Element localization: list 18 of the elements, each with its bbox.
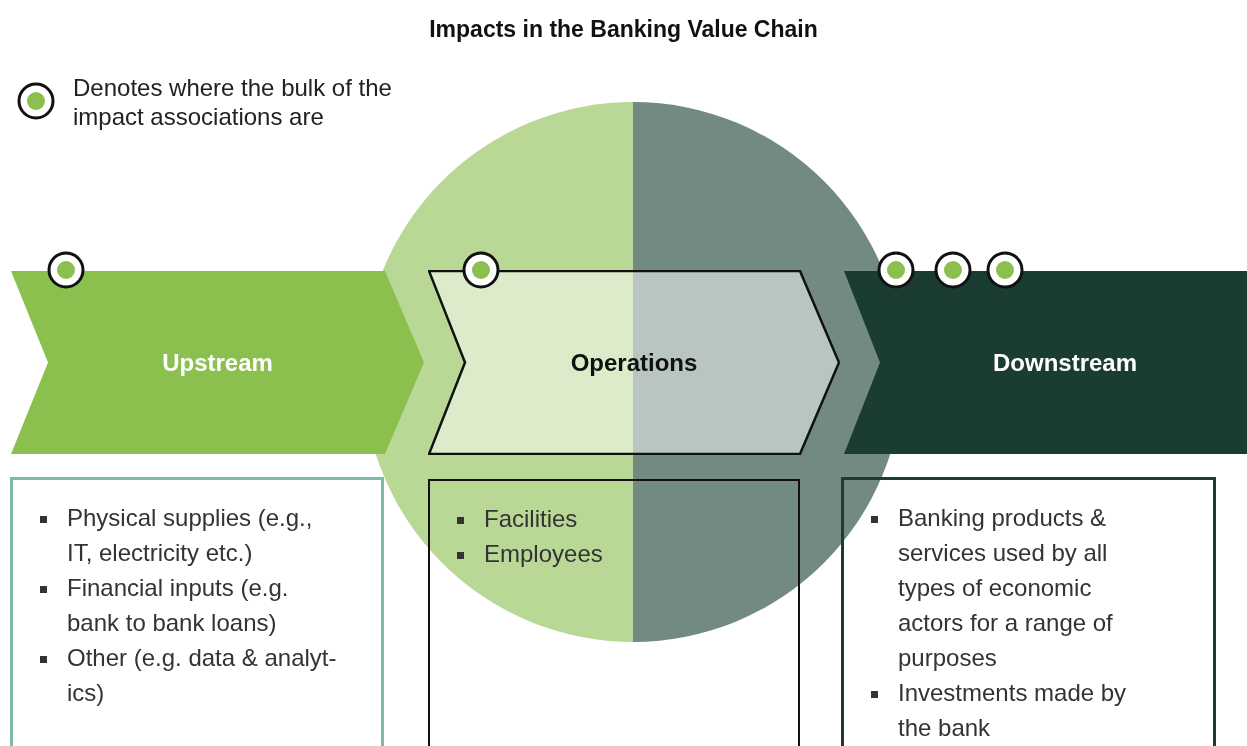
text-panel — [841, 477, 1216, 746]
bullet-text: Banking products & services used by all types of economic actors for a range of purposes — [898, 504, 1113, 671]
title: Impacts in the Banking Value Chain — [428, 16, 819, 43]
bullet-text: Financial inputs (e.g. bank to bank loans) — [67, 574, 289, 636]
bullet-text: Facilities — [484, 505, 578, 532]
legend-text: Denotes where the bulk of the impact associations are — [73, 73, 393, 131]
bullet-text: Investments made by the bank — [898, 679, 1127, 741]
bullet-text: Other (e.g. data & analyt-ics) — [67, 644, 337, 706]
stage-label: Upstream — [161, 348, 274, 377]
stage-label: Downstream — [991, 348, 1138, 377]
bullet-text: Physical supplies (e.g., IT, electricity etc.) — [67, 504, 313, 566]
text-panel — [10, 477, 384, 746]
stage-banner — [10, 270, 425, 455]
stage-banner — [428, 270, 840, 455]
stage-label: Operations — [569, 348, 699, 377]
bullet-text: Employees — [484, 540, 603, 567]
text-panel — [428, 479, 800, 746]
stage-banner — [843, 270, 1247, 455]
